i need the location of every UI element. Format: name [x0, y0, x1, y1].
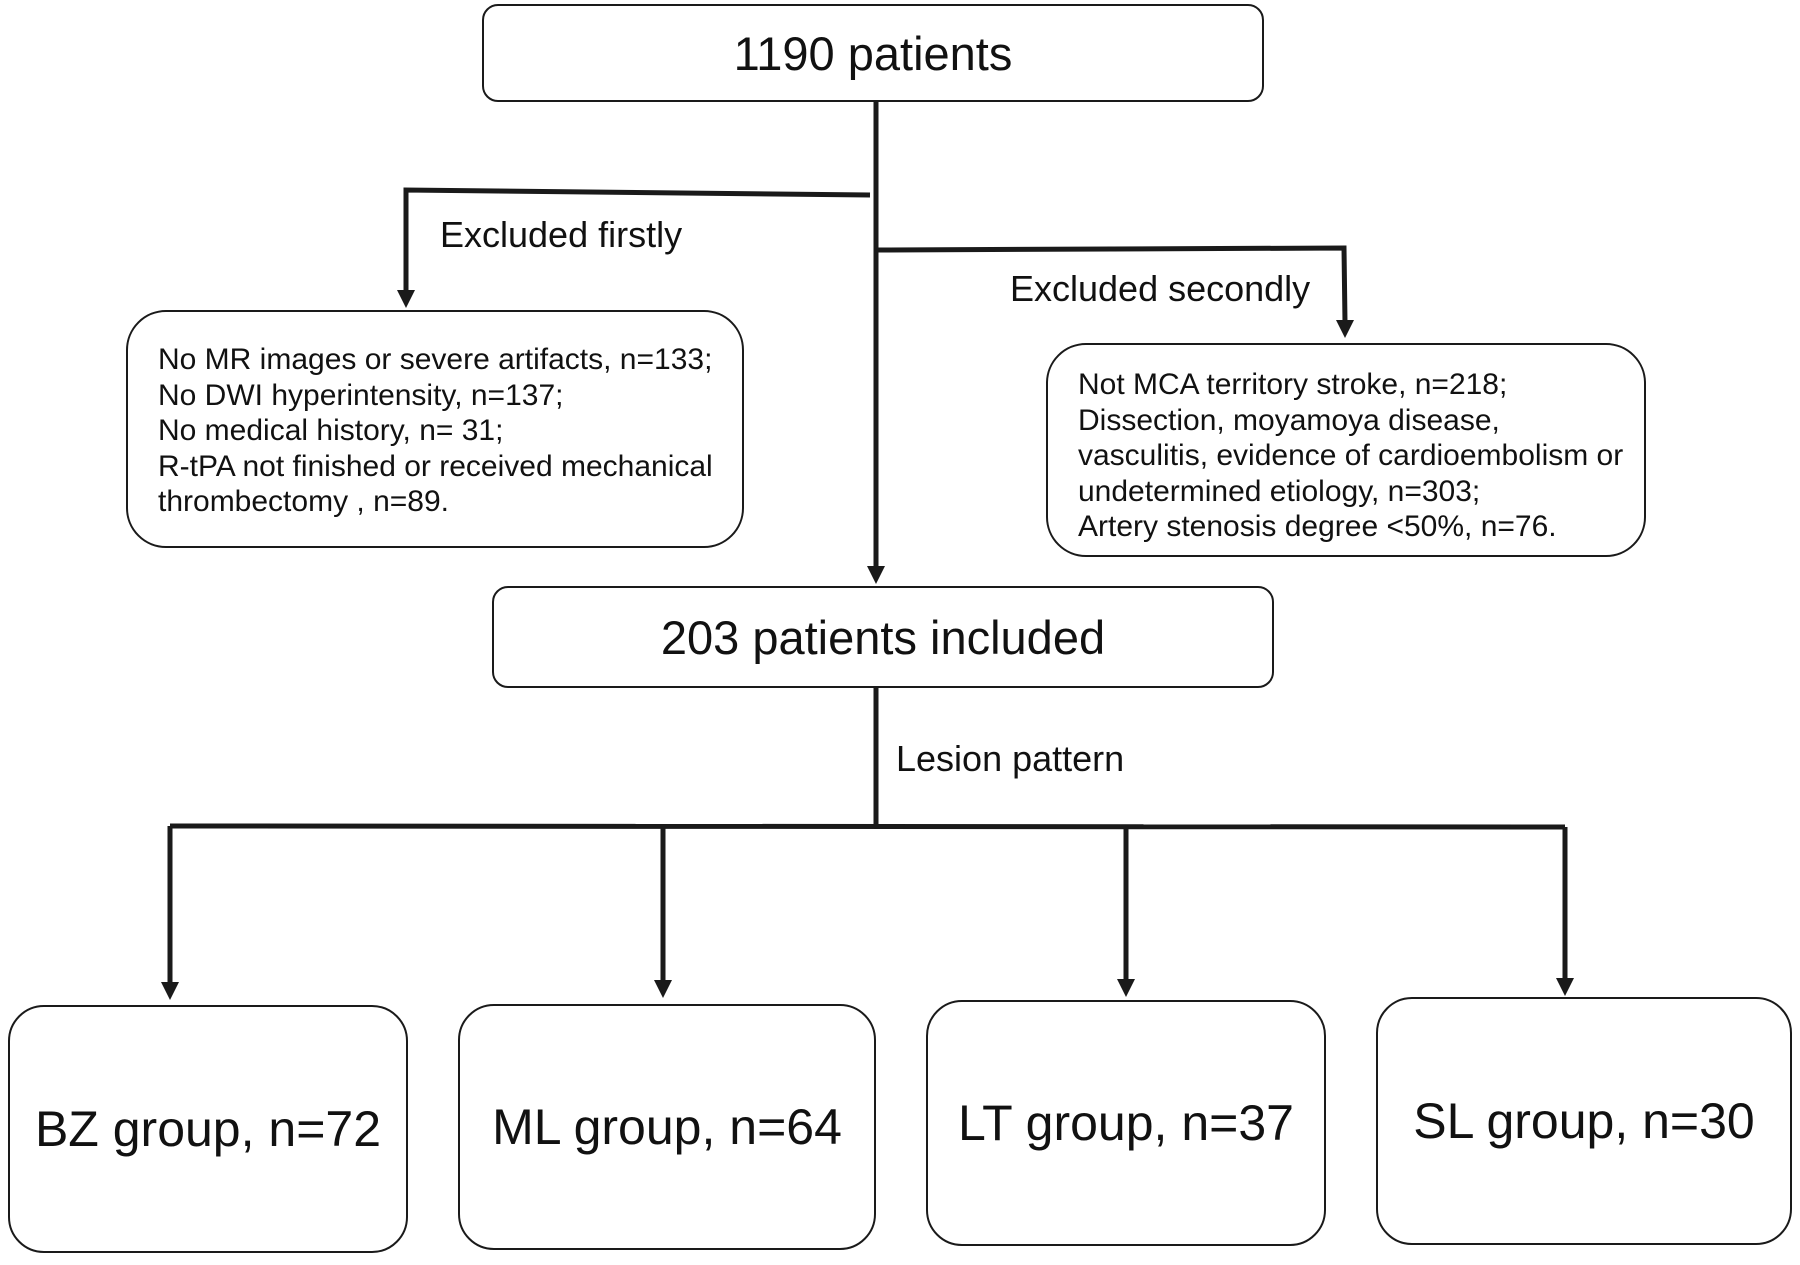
exclusion-second-line: Not MCA territory stroke, n=218; [1078, 368, 1508, 401]
group-label-bz: BZ group, n=72 [34, 1101, 382, 1157]
exclusion-second-line: Dissection, moyamoya disease, [1078, 403, 1500, 437]
arrow-to-included [867, 566, 885, 584]
group-label-lt: LT group, n=37 [958, 1095, 1294, 1151]
exclusion-second-box: Not MCA territory stroke, n=218; Dissect… [1046, 343, 1646, 557]
group-box-bz: BZ group, n=72 [8, 1005, 408, 1253]
total-patients-box: 1190 patients [482, 4, 1264, 102]
group-box-sl: SL group, n=30 [1376, 997, 1792, 1245]
arrow-head-lt [1117, 979, 1135, 997]
arrow-to-exclusion-first [397, 290, 415, 308]
exclusion-second-line: undetermined etiology, n=303; [1078, 474, 1481, 508]
arrow-head-sl [1556, 978, 1574, 996]
exclusion-first-line: thrombectomy , n=89. [158, 485, 449, 518]
group-box-ml: ML group, n=64 [458, 1004, 876, 1250]
exclusion-first-list: No MR images or severe artifacts, n=133;… [158, 342, 713, 520]
exclusion-second-line: vasculitis, evidence of cardioembolism o… [1078, 439, 1624, 472]
exclusion-first-line: No medical history, n= 31; [158, 414, 504, 447]
arrow-head-bz [161, 982, 179, 1000]
exclusion-first-line: No MR images or severe artifacts, n=133; [158, 343, 713, 376]
group-box-lt: LT group, n=37 [926, 1000, 1326, 1246]
exclusion-second-list: Not MCA territory stroke, n=218; Dissect… [1078, 367, 1623, 545]
included-patients-box: 203 patients included [492, 586, 1274, 688]
group-label-sl: SL group, n=30 [1413, 1093, 1755, 1149]
arrow-to-exclusion-second [1336, 320, 1354, 338]
included-patients-text: 203 patients included [660, 610, 1106, 664]
arrow-head-ml [654, 980, 672, 998]
group-split-line [169, 823, 1566, 830]
exclusion-first-line: R-tPA not finished or received mechanica… [158, 449, 713, 483]
exclusion-first-label: Excluded firstly [440, 214, 683, 255]
exclusion-second-label: Excluded secondly [1010, 268, 1311, 309]
exclusion-first-box: No MR images or severe artifacts, n=133;… [126, 310, 744, 548]
lesion-pattern-label: Lesion pattern [896, 738, 1125, 779]
group-label-ml: ML group, n=64 [492, 1099, 842, 1155]
exclusion-first-line: No DWI hyperintensity, n=137; [158, 378, 564, 412]
total-patients-text: 1190 patients [733, 26, 1013, 80]
exclusion-first-branch [403, 187, 871, 292]
exclusion-second-branch [875, 245, 1348, 323]
exclusion-second-line: Artery stenosis degree <50%, n=76. [1078, 510, 1557, 543]
